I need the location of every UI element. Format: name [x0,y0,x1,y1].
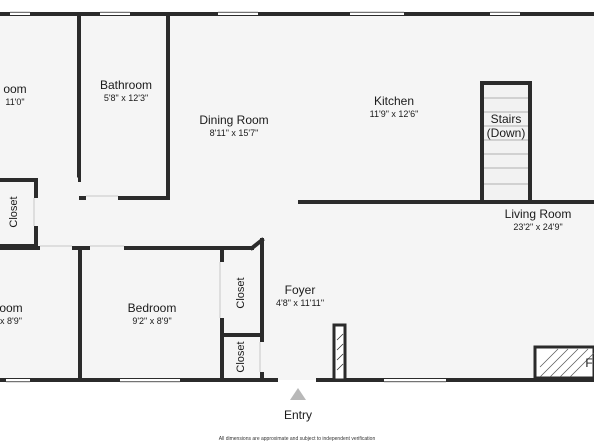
foyer-post-hatch [336,333,344,371]
room-bedroom-dims: 9'2" x 8'9" [132,316,172,326]
door-openings [33,177,265,372]
room-kitchen-name: Kitchen [373,94,415,108]
room-left-bottom-name: oom [0,301,23,315]
disclaimer-text: All dimensions are approximate and subje… [218,436,376,442]
room-kitchen: Kitchen 11'9" x 12'6" [352,94,436,120]
room-bedroom-name: Bedroom [127,301,177,315]
room-bathroom-dims: 5'8" x 12'3" [103,93,149,103]
room-left-top-name: oom [3,82,27,96]
room-stairs-direction: (Down) [486,126,526,140]
room-bathroom-name: Bathroom [99,78,153,92]
door-lines [33,195,261,372]
window-sills [6,11,520,383]
stair-treads [484,97,528,185]
room-left-bottom-dims: x 8'9" [0,316,22,326]
floor-area [0,14,594,380]
fireplace-label: F [585,356,593,370]
room-kitchen-dims: 11'9" x 12'6" [369,109,419,119]
closet-mid-bottom-label: Closet [235,341,247,373]
room-dining: Dining Room 8'11" x 15'7" [188,113,280,139]
room-left-bottom: oom x 8'9" [0,301,26,327]
entry-label: Entry [283,408,312,422]
entry-arrow-icon [290,388,306,400]
room-left-top-dims: 11'0" [5,97,25,107]
room-stairs-name: Stairs [490,112,522,126]
room-foyer-dims: 4'8" x 11'11" [275,298,325,308]
room-stairs: Stairs (Down) [482,112,530,140]
room-bedroom: Bedroom 9'2" x 8'9" [112,301,192,327]
room-living: Living Room 23'2" x 24'9" [490,207,586,233]
closet-mid-top-label: Closet [235,277,247,309]
room-foyer-name: Foyer [284,283,316,297]
windows [6,13,520,381]
fireplace-hatch [539,348,594,378]
room-dining-name: Dining Room [199,113,269,127]
room-bathroom: Bathroom 5'8" x 12'3" [88,78,164,104]
room-left-top: oom 11'0" [0,82,32,108]
room-dining-dims: 8'11" x 15'7" [209,128,259,138]
closet-left-label: Closet [8,196,20,228]
stairs-area [482,83,530,200]
room-foyer: Foyer 4'8" x 11'11" [262,283,338,309]
room-living-dims: 23'2" x 24'9" [513,222,563,232]
room-living-name: Living Room [504,207,572,221]
